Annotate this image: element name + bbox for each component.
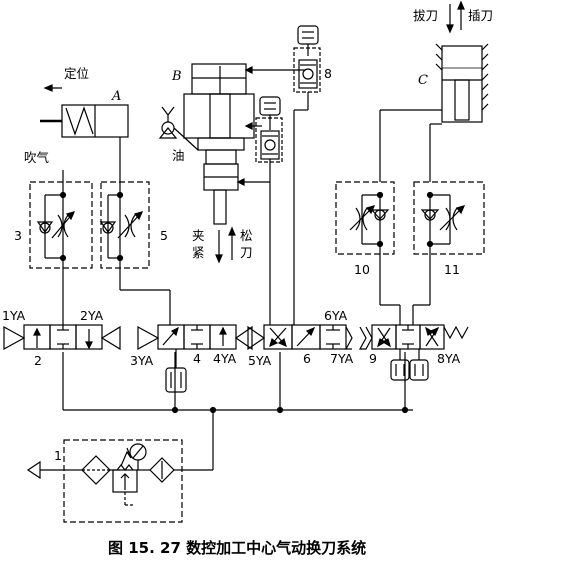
directional-valve-9 bbox=[358, 324, 469, 381]
solenoid-4ya: 4YA bbox=[213, 351, 237, 366]
lines-to-valve-9 bbox=[379, 290, 431, 325]
directional-valve-2 bbox=[3, 324, 121, 351]
flow-control-5 bbox=[99, 181, 171, 325]
label-valve-3: 3 bbox=[14, 228, 22, 243]
solenoid-8ya: 8YA bbox=[437, 351, 461, 366]
cylinder-c bbox=[379, 0, 489, 182]
flow-control-11 bbox=[413, 181, 485, 290]
label-valve-5: 5 bbox=[160, 228, 168, 243]
oil-check bbox=[158, 106, 199, 151]
label-valve-8: 8 bbox=[324, 66, 332, 81]
cylinder-a bbox=[40, 84, 129, 182]
label-loosen-2: 刀 bbox=[240, 245, 253, 260]
label-valve-6: 6 bbox=[303, 351, 311, 366]
directional-valve-6 bbox=[247, 324, 353, 351]
directional-valve-4 bbox=[137, 324, 253, 393]
solenoid-5ya: 5YA bbox=[248, 353, 272, 368]
quick-exhaust-7 bbox=[255, 96, 283, 325]
frl-unit bbox=[26, 439, 183, 523]
solenoid-7ya: 7YA bbox=[330, 351, 354, 366]
solenoid-3ya: 3YA bbox=[130, 353, 154, 368]
label-loosen-1: 松 bbox=[240, 228, 253, 243]
label-cylinder-c: C bbox=[418, 73, 428, 88]
supply-lines bbox=[62, 352, 413, 471]
flow-control-10 bbox=[335, 181, 395, 290]
label-valve-2: 2 bbox=[34, 353, 42, 368]
label-blow: 吹气 bbox=[24, 150, 50, 165]
label-valve-11: 11 bbox=[444, 262, 460, 277]
label-clamp-2: 紧 bbox=[192, 245, 205, 260]
cylinder-b bbox=[183, 63, 306, 225]
label-valve-10: 10 bbox=[354, 262, 370, 277]
solenoid-2ya: 2YA bbox=[80, 308, 104, 323]
label-oil: 油 bbox=[172, 148, 185, 163]
flow-control-3 bbox=[29, 181, 93, 325]
label-valve-9: 9 bbox=[369, 351, 377, 366]
label-valve-4: 4 bbox=[193, 351, 201, 366]
label-locate: 定位 bbox=[64, 66, 89, 81]
solenoid-6ya: 6YA bbox=[324, 308, 348, 323]
quick-exhaust-8 bbox=[293, 25, 321, 325]
solenoid-1ya: 1YA bbox=[2, 308, 26, 323]
label-frl: 1 bbox=[54, 448, 62, 463]
figure-caption: 图 15. 27 数控加工中心气动换刀系统 bbox=[108, 539, 366, 557]
label-insert-tool: 插刀 bbox=[468, 8, 493, 23]
label-cylinder-a: A bbox=[111, 89, 121, 104]
label-clamp-1: 夹 bbox=[192, 228, 205, 243]
label-cylinder-b: B bbox=[171, 69, 182, 84]
label-pull-tool: 拔刀 bbox=[413, 8, 438, 23]
